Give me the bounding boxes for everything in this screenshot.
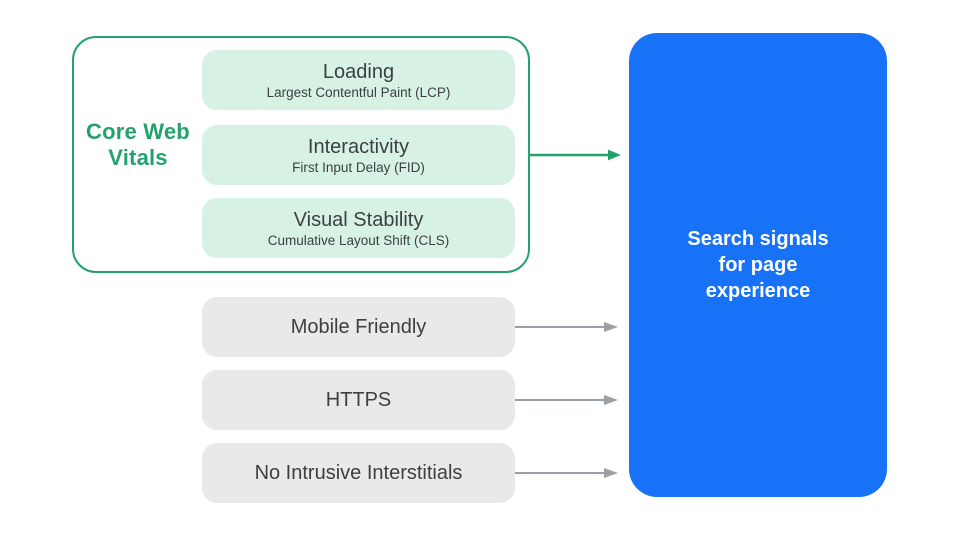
gray-arrow-icon xyxy=(515,468,618,478)
gray-arrow-icon xyxy=(515,322,618,332)
core-web-vitals-label: Core Web Vitals xyxy=(86,119,190,170)
signal-box-mobile-friendly: Mobile Friendly xyxy=(202,297,515,357)
vital-box-loading: Loading Largest Contentful Paint (LCP) xyxy=(202,50,515,110)
signal-box-no-intrusive-interstitials: No Intrusive Interstitials xyxy=(202,443,515,503)
signal-label-no-intrusive-interstitials: No Intrusive Interstitials xyxy=(254,461,463,484)
signal-label-https: HTTPS xyxy=(325,388,392,411)
green-arrow-icon xyxy=(529,149,621,161)
vital-title-loading: Loading xyxy=(322,60,395,83)
vital-title-interactivity: Interactivity xyxy=(307,135,410,158)
vital-title-visual-stability: Visual Stability xyxy=(293,208,424,231)
gray-arrow-icon xyxy=(515,395,618,405)
vital-subtitle-cls: Cumulative Layout Shift (CLS) xyxy=(267,232,450,248)
vital-box-visual-stability: Visual Stability Cumulative Layout Shift… xyxy=(202,198,515,258)
vital-subtitle-lcp: Largest Contentful Paint (LCP) xyxy=(266,84,451,100)
search-signals-result-label: Search signals for page experience xyxy=(687,228,829,302)
vital-box-interactivity: Interactivity First Input Delay (FID) xyxy=(202,125,515,185)
search-signals-result-box: Search signals for page experience xyxy=(629,33,887,497)
vital-subtitle-fid: First Input Delay (FID) xyxy=(292,159,425,175)
signal-box-https: HTTPS xyxy=(202,370,515,430)
signal-label-mobile-friendly: Mobile Friendly xyxy=(290,315,427,338)
